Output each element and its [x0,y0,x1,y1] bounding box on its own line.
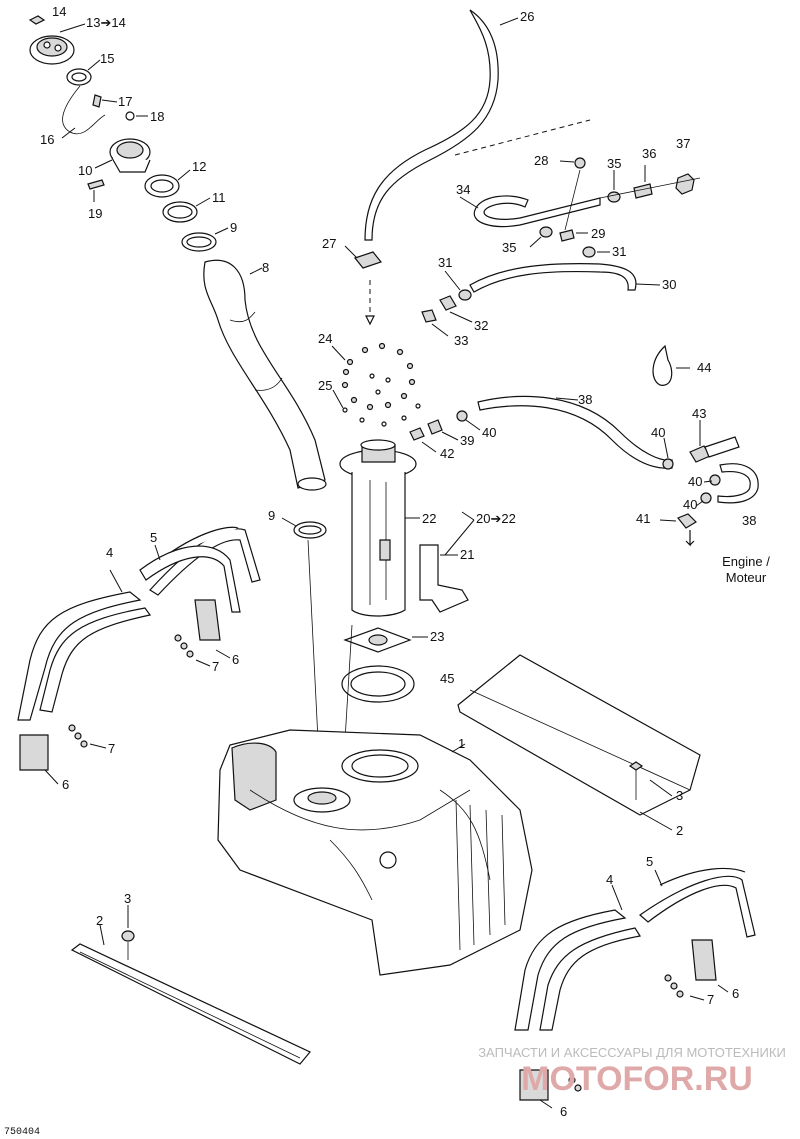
callout-31-right: 31 [612,244,626,259]
callout-7-left-lower: 7 [108,741,115,756]
callout-11: 11 [212,190,226,205]
callout-35-upper: 35 [607,156,621,171]
callout-43: 43 [692,406,706,421]
callout-6-left-lower: 6 [62,777,69,792]
callout-4-left: 4 [106,545,113,560]
callout-8: 8 [262,260,269,275]
callout-39: 39 [460,433,474,448]
filler-hose [203,259,327,491]
callout-2-lower: 2 [96,913,103,928]
callout-40-pump: 40 [482,425,496,440]
callout-26: 26 [520,9,534,24]
callout-5-left: 5 [150,530,157,545]
callout-1: 1 [458,736,465,751]
hose-fitting-27 [344,245,383,326]
callout-37: 37 [676,136,690,151]
callout-34: 34 [456,182,470,197]
clamp-lower [281,517,353,741]
filler-cap-assembly [28,15,229,252]
fuel-pump-assembly [331,342,759,703]
callout-30: 30 [662,277,676,292]
callout-6-left-upper: 6 [232,652,239,667]
callout-44: 44 [697,360,711,375]
strap-screws-right [568,974,684,1092]
pump-screws [341,342,421,427]
callout-3-lower: 3 [124,891,131,906]
callout-40-upper-right: 40 [651,425,665,440]
callout-7-left-upper: 7 [212,659,219,674]
callout-6-right-lower: 6 [560,1104,567,1119]
watermark-logo-text: MOTOFOR.RU [521,1060,753,1098]
callout-6-right-upper: 6 [732,986,739,1001]
callout-12: 12 [192,159,206,174]
skid-plate-lower [70,905,311,1065]
callout-32: 32 [474,318,488,333]
callout-40-mid-right: 40 [688,474,702,489]
figure-code: 750404 [4,1127,40,1138]
callout-38-lower: 38 [742,513,756,528]
callout-16: 16 [40,132,54,147]
callout-4-right: 4 [606,872,613,887]
callout-5-right: 5 [646,854,653,869]
callout-33: 33 [454,333,468,348]
callout-45: 45 [440,671,454,686]
callout-22: 22 [422,511,436,526]
callout-13-14: 13➔14 [86,15,126,30]
callout-35-lower: 35 [502,240,516,255]
callout-2-upper: 2 [676,823,683,838]
callout-40-lower-right: 40 [683,497,697,512]
callout-21: 21 [460,547,474,562]
callout-7-right: 7 [707,992,714,1007]
callout-27: 27 [322,236,336,251]
strap-right-assembly [514,867,756,1109]
callout-24: 24 [318,331,332,346]
strap-screws-left [68,634,194,748]
callout-31-left: 31 [438,255,452,270]
callout-15: 15 [100,51,114,66]
watermark-tagline: ЗАПЧАСТИ И АКСЕССУАРЫ ДЛЯ МОТОТЕХНИКИ [478,1045,786,1060]
callout-3-upper: 3 [676,788,683,803]
callout-9-upper: 9 [230,220,237,235]
callout-20-22: 20➔22 [476,511,516,526]
callout-25: 25 [318,378,332,393]
callout-38-upper: 38 [578,392,592,407]
fuel-line-assembly [421,157,701,337]
callout-14: 14 [52,4,66,19]
strap-left-assembly [17,526,261,785]
callout-9-lower: 9 [268,508,275,523]
callout-17: 17 [118,94,132,109]
callout-labels: 14 13➔14 15 17 18 16 10 12 19 11 9 8 26 … [40,4,756,1119]
callout-23: 23 [430,629,444,644]
skid-plate-upper [457,654,701,831]
callout-29: 29 [591,226,605,241]
callout-19: 19 [88,206,102,221]
callout-42: 42 [440,446,454,461]
engine-caption-line1: Engine / [722,554,770,569]
callout-10: 10 [78,163,92,178]
callout-28: 28 [534,153,548,168]
engine-caption-line2: Moteur [726,570,767,585]
fuel-tank [217,729,533,976]
vent-hose [364,9,591,241]
callout-36: 36 [642,146,656,161]
callout-18: 18 [150,109,164,124]
callout-41: 41 [636,511,650,526]
